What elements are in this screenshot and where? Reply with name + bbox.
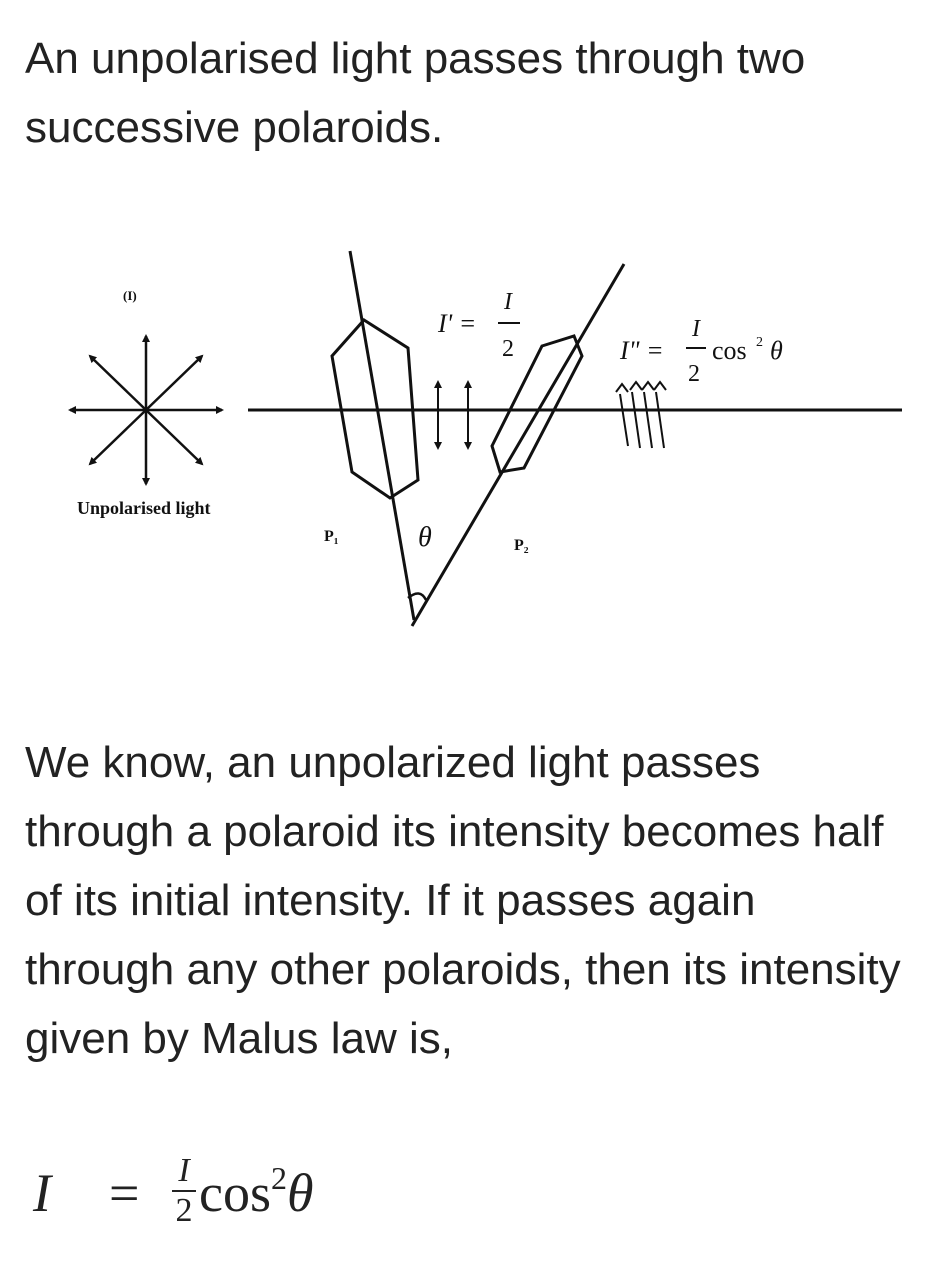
polaroid-p2 [490,334,584,474]
angle-arc [407,592,428,601]
formula-fraction-bar [172,1190,196,1192]
p1-label: P₁ [324,528,339,545]
diagram-svg: (I) Unpolarised light P₁ P₂ θ I' = I 2 I… [68,250,902,627]
i-prime-num: I [503,289,513,315]
p2-axis-line [410,263,626,627]
polarised-arrows-2 [615,380,667,449]
formula-denominator: 2 [175,1192,193,1229]
i-dprime-num: I [691,316,701,342]
formula-numerator: I [178,1152,190,1189]
formula-theta: θ [286,1163,314,1223]
formula-cos: cos [199,1163,271,1223]
i-dprime-lhs: I" = [619,336,664,365]
polaroid-p1 [330,250,420,621]
polarised-arrows-1 [434,380,472,450]
label-I: (I) [123,288,137,303]
formula-fraction: I 2 [169,1154,199,1228]
i-dprime-den: 2 [688,361,700,387]
formula-lhs: I [33,1163,51,1223]
unpolarised-star-icon [68,334,224,486]
explanation-paragraph: We know, an unpolarized light passes thr… [25,738,901,1063]
i-dprime-exp: 2 [756,335,763,350]
polaroid-diagram: (I) Unpolarised light P₁ P₂ θ I' = I 2 I… [22,196,926,701]
i-prime-lhs: I' = [437,309,476,338]
p2-label: P₂ [514,537,529,554]
i-dprime-cos: cos [712,336,747,365]
i-dprime-theta: θ [770,336,783,365]
formula-exponent: 2 [270,1160,287,1196]
unpolarised-label: Unpolarised light [77,498,211,518]
formula-equals: = [109,1163,140,1223]
formula-cos-term: cos2θ [199,1160,314,1224]
intro-paragraph: An unpolarised light passes through two … [25,34,806,152]
i-prime-den: 2 [502,336,514,362]
theta-label: θ [418,522,432,553]
